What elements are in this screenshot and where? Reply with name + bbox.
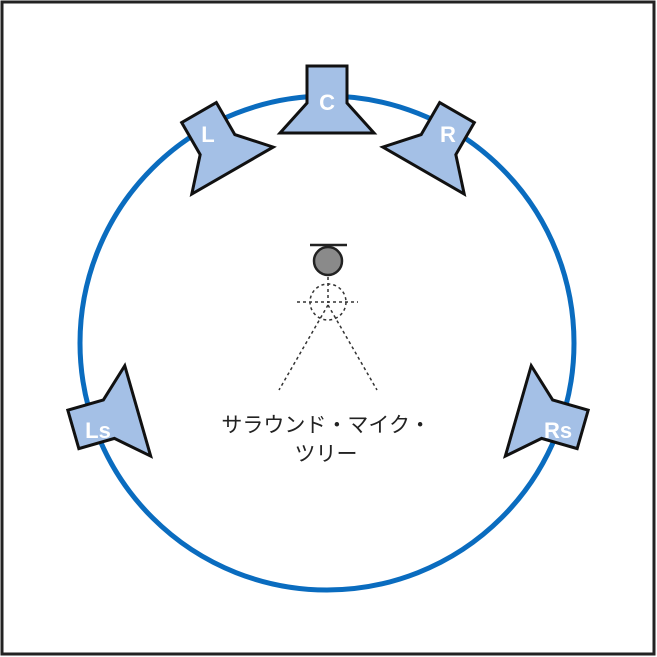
caption-line-1: サラウンド・マイク・ — [221, 413, 430, 437]
speaker-label-rs: Rs — [544, 418, 572, 443]
listener-head-icon — [312, 245, 344, 277]
speaker-c: C — [276, 64, 378, 135]
speaker-rs: Rs — [502, 362, 591, 459]
speaker-ls: Ls — [65, 362, 154, 459]
speaker-label-r: R — [440, 122, 456, 147]
speaker-label-c: C — [319, 90, 335, 115]
speaker-l: L — [179, 100, 277, 198]
speaker-label-ls: Ls — [85, 418, 111, 443]
listener-mic-tree — [278, 243, 378, 391]
listening-circle — [77, 93, 577, 593]
speaker-r: R — [379, 100, 477, 198]
caption-line-2: ツリー — [295, 442, 358, 466]
speaker-label-l: L — [201, 122, 214, 147]
